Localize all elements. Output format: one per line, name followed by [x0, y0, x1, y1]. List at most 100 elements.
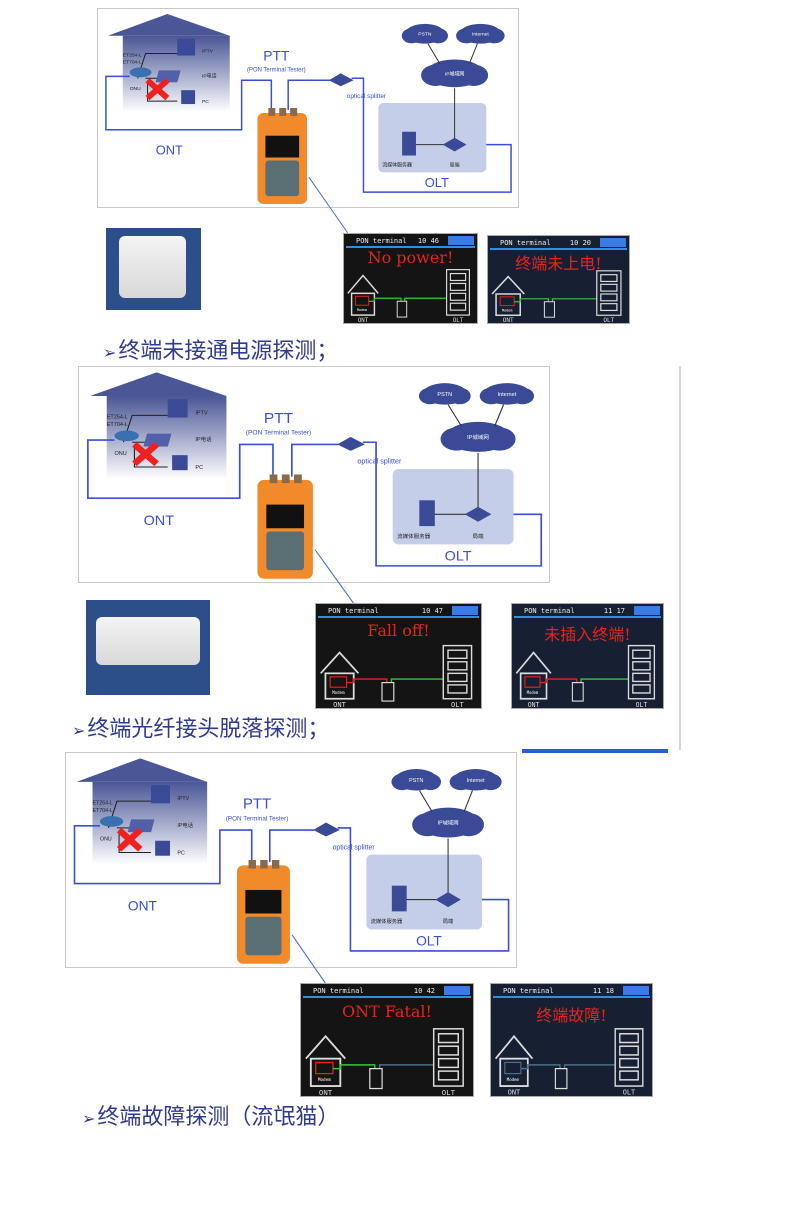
screen-time: 11 18: [592, 987, 614, 995]
metro-cloud-icon: [421, 59, 489, 88]
label-olt: OLT: [416, 933, 442, 949]
screen-message: 终端故障!: [536, 1005, 607, 1025]
label-onu: ONU: [100, 837, 112, 843]
screen-message: ONT Fatal!: [342, 1001, 432, 1021]
pc-icon: [172, 455, 188, 471]
battery-icon: [600, 238, 626, 247]
label-internet: Internet: [467, 778, 485, 784]
label-pc: PC: [202, 99, 209, 105]
tester-screen: PON terminal 10 42 ONT Fatal! Modem ONT …: [300, 983, 474, 1097]
splitter-icon: [328, 73, 354, 87]
caption-text: 终端光纤接头脱落探测；: [87, 717, 330, 742]
modem-label: Modem: [507, 1077, 520, 1082]
caption-text: 终端未接通电源探测；: [118, 339, 339, 364]
section-caption: ➢终端故障探测（流氓猫）: [82, 1099, 339, 1131]
modem-label: Modem: [357, 308, 367, 312]
olt-link-line: [551, 298, 597, 302]
screen-message: 终端未上电!: [515, 253, 602, 273]
fiber-lines: [87, 439, 543, 567]
label-pstn: PSTN: [409, 778, 423, 784]
ont-label: ONT: [358, 318, 369, 323]
olt-rack-icon: [442, 644, 473, 700]
ptt-tester-device: [257, 108, 308, 205]
phone-icon: [155, 70, 181, 83]
fault-x-icon: [116, 827, 143, 852]
label-ptt: PTT: [243, 797, 271, 813]
label-phone: IP电话: [202, 72, 217, 79]
server-icon: [402, 131, 416, 156]
label-ptt_full: (PON Terminal Tester): [226, 815, 289, 822]
olt-label: OLT: [451, 701, 465, 708]
olt-label: OLT: [623, 1087, 636, 1096]
house-icon: [515, 651, 552, 700]
metro-cloud-icon: [412, 807, 484, 838]
battery-icon: [448, 236, 474, 245]
onu-icon: [129, 67, 152, 78]
label-model1: ET254-L: [123, 53, 142, 59]
label-splitter: optical splitter: [357, 458, 402, 466]
tester-screen: PON terminal 10 46 No power! Modem ONT O…: [343, 233, 478, 324]
label-metro: IP城域网: [438, 819, 459, 827]
iptv-icon: [167, 399, 188, 418]
ptt-tester-device: [257, 474, 313, 579]
ptt-icon: [571, 682, 584, 702]
label-iptv: IPTV: [195, 410, 208, 416]
tester-screen: PON terminal 10 47 Fall off! Modem ONT O…: [315, 603, 482, 709]
modem-icon: [315, 1061, 334, 1075]
modem-label: Modem: [502, 308, 513, 312]
onu-icon: [99, 816, 124, 827]
onu-icon: [114, 430, 139, 442]
label-metro: IP城域网: [467, 433, 489, 441]
screen-header: PON terminal 10 47: [318, 606, 479, 618]
label-ptt: PTT: [263, 47, 290, 63]
phone-icon: [127, 819, 155, 833]
ont-link-line: [368, 297, 402, 302]
olt-link-line: [580, 678, 629, 683]
label-model1: ET254-L: [93, 800, 113, 806]
label-office: 局端: [443, 917, 454, 925]
modem-icon: [354, 295, 370, 306]
pc-icon: [155, 840, 171, 856]
olt-rack-icon: [432, 1028, 464, 1087]
iptv-icon: [150, 785, 171, 804]
fault-x-icon: [132, 442, 159, 467]
screen-title: PON terminal: [356, 237, 407, 245]
label-splitter: optical splitter: [333, 844, 376, 851]
ont-device-photo: [86, 600, 210, 695]
ont-link-line: [520, 1064, 561, 1070]
house-icon: [491, 275, 525, 316]
screen-time: 10 46: [417, 237, 439, 245]
label-server: 流媒体服务器: [382, 161, 412, 168]
screen-header: PON terminal 10 20: [490, 238, 627, 250]
splitter-icon: [313, 822, 340, 837]
label-office: 局端: [450, 161, 460, 168]
ont-label: ONT: [508, 1087, 521, 1096]
iptv-icon: [177, 38, 196, 56]
label-model2: ET704-L: [93, 808, 113, 814]
label-server: 流媒体服务器: [397, 532, 431, 540]
ptt-icon: [381, 682, 395, 702]
splitter-icon: [337, 436, 365, 451]
battery-icon: [452, 606, 478, 615]
internet-cloud-icon: [449, 769, 502, 791]
ptt-tester-device: [236, 860, 290, 964]
label-olt: OLT: [425, 175, 449, 190]
label-internet: Internet: [472, 32, 489, 38]
screen-title: PON terminal: [313, 987, 364, 995]
label-iptv: IPTV: [202, 49, 214, 55]
olt-area: [378, 103, 487, 173]
label-server: 流媒体服务器: [371, 917, 403, 925]
switch-icon: [464, 506, 492, 522]
tester-screen: PON terminal 11 17 未插入终端! Modem ONT OLT: [511, 603, 664, 709]
modem-label: Modem: [332, 690, 345, 695]
house-icon: [347, 274, 379, 316]
modem-icon: [524, 676, 541, 688]
section-caption: ➢终端未接通电源探测；: [103, 333, 338, 365]
pstn-cloud-icon: [401, 23, 448, 44]
fault-x-icon: [145, 78, 170, 101]
metro-cloud-icon: [440, 421, 516, 452]
label-metro: IP城域网: [445, 70, 465, 77]
label-ont: ONT: [128, 897, 158, 913]
